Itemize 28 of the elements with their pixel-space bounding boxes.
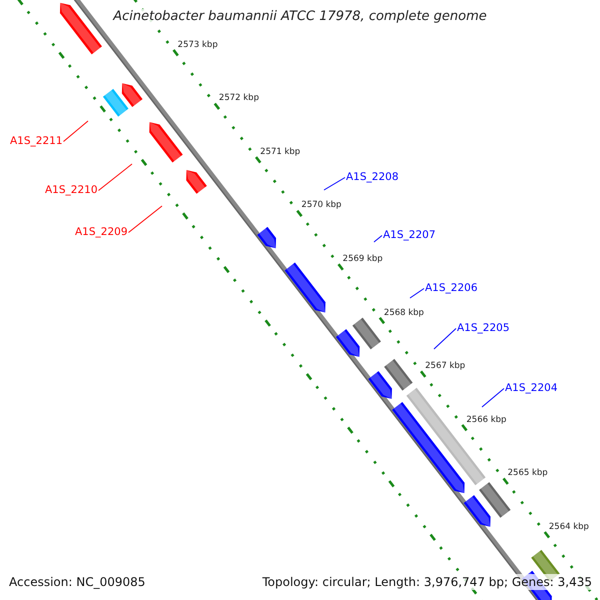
- footer-text: Accession: NC_009085: [9, 574, 146, 590]
- scale-label: 2564 kbp: [548, 522, 589, 533]
- leader-line: [374, 235, 382, 242]
- gene-label: A1S_2209: [75, 226, 128, 239]
- gene-label: A1S_2205: [457, 322, 510, 335]
- leader-line: [324, 177, 346, 190]
- gene-label: A1S_2210: [45, 184, 98, 197]
- scale-label: 2570 kbp: [301, 200, 342, 212]
- scale-label: 2572 kbp: [218, 93, 259, 104]
- gene-label: A1S_2204: [505, 382, 558, 395]
- gene-label: A1S_2206: [425, 282, 478, 295]
- gene-label: A1S_2211: [10, 135, 62, 148]
- scale-label: 2565 kbp: [508, 468, 548, 480]
- scale-label: 2571 kbp: [260, 146, 300, 158]
- scale-label: 2567 kbp: [425, 361, 466, 372]
- map-title: Acinetobacter baumannii ATCC 17978, complete genome: [113, 9, 487, 24]
- leader-line: [434, 328, 456, 350]
- leader-line: [63, 120, 88, 142]
- scale-label: 2568 kbp: [384, 308, 424, 319]
- scale-label: 2566 kbp: [466, 414, 506, 426]
- scale-label: 2573 kbp: [178, 40, 218, 51]
- leader-line: [482, 388, 504, 408]
- scale-label: 2569 kbp: [342, 254, 383, 265]
- leader-line: [98, 164, 132, 191]
- leader-line: [128, 206, 162, 233]
- gene-label: A1S_2208: [346, 171, 398, 184]
- gene-label: A1S_2207: [383, 229, 436, 242]
- leader-line: [410, 288, 424, 298]
